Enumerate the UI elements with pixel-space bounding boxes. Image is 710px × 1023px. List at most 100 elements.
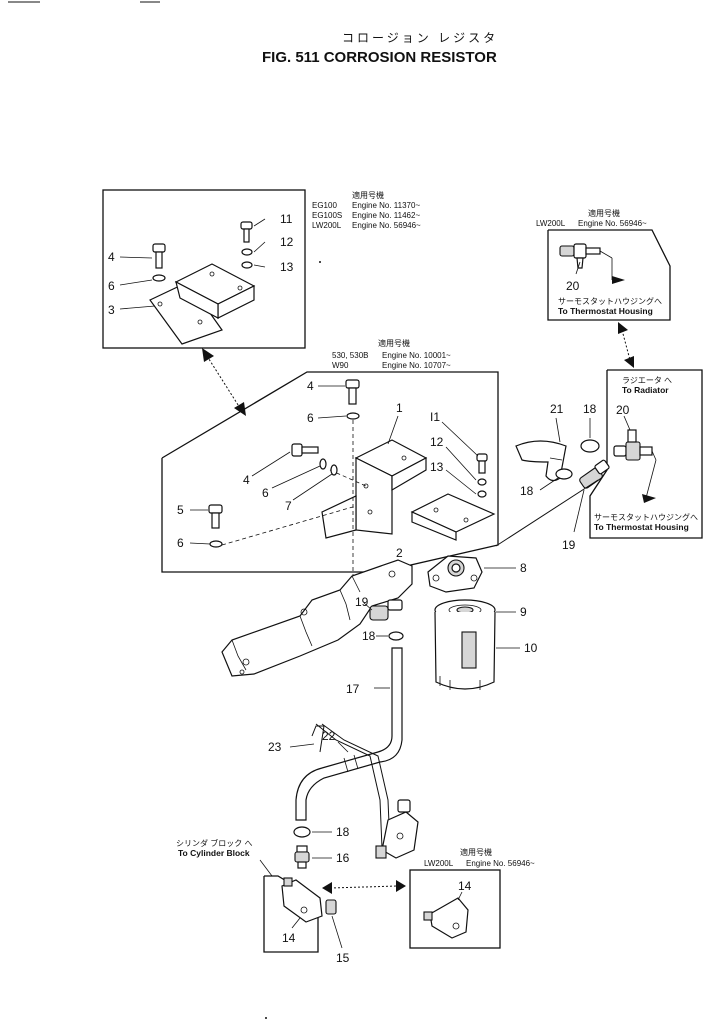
callout-17: 17 xyxy=(346,682,360,696)
callout-23: 23 xyxy=(268,740,282,754)
destination-label: To Cylinder Block xyxy=(178,848,250,858)
engine-cover-part xyxy=(221,559,413,677)
applicability-engine: Engine No. 10001~ xyxy=(382,351,451,360)
destination-label: To Thermostat Housing xyxy=(558,306,653,316)
callout-6: 6 xyxy=(108,279,115,293)
nipple-fitting-part xyxy=(579,459,610,489)
applicability-engine: Engine No. 11370~ xyxy=(352,201,420,210)
callout-9: 9 xyxy=(520,605,527,619)
washer-part xyxy=(319,458,327,470)
callout-20: 20 xyxy=(616,403,630,417)
nipple-fitting-part xyxy=(369,599,403,621)
callout-13: 13 xyxy=(430,460,444,474)
bolt-part xyxy=(476,453,488,474)
bolt-part xyxy=(152,243,166,269)
double-arrow-icon xyxy=(322,880,406,894)
applicability-engine: Engine No. 56946~ xyxy=(578,219,647,228)
hose-clamp-part xyxy=(293,826,311,838)
applicability-heading-jp: 適用号機 xyxy=(460,847,492,857)
filter-head-part xyxy=(427,555,483,593)
callout-16: 16 xyxy=(336,851,350,865)
applicability-heading-jp: 適用号機 xyxy=(588,208,620,218)
bolt-part xyxy=(345,379,360,405)
washer-part xyxy=(209,540,223,548)
callout-5: 5 xyxy=(177,503,184,517)
bolt-part xyxy=(291,443,319,457)
callout-6: 6 xyxy=(307,411,314,425)
destination-label: To Thermostat Housing xyxy=(594,522,689,532)
callout-22: 22 xyxy=(322,729,336,743)
block-fitting-part xyxy=(423,897,469,939)
destination-jp: サーモスタットハウジングへ xyxy=(594,512,698,522)
callout-6: 6 xyxy=(262,486,269,500)
applicability-heading-jp: 適用号機 xyxy=(378,338,410,348)
callout-11: 11 xyxy=(280,212,293,226)
callout-18: 18 xyxy=(520,484,534,498)
callout-7: 7 xyxy=(285,499,292,513)
callout-12: 12 xyxy=(280,235,294,249)
bracket-part xyxy=(321,439,496,541)
callout-2: 2 xyxy=(396,546,403,560)
block-fitting-part xyxy=(281,877,323,923)
washer-part xyxy=(241,261,253,269)
figure-title: FIG. 511 CORROSION RESISTOR xyxy=(262,49,497,66)
valve-part xyxy=(375,799,419,859)
direction-arrow-icon xyxy=(642,494,656,503)
hose-part xyxy=(295,647,403,821)
callout-13: 13 xyxy=(280,260,294,274)
applicability-model: 530, 530B xyxy=(332,351,368,360)
applicability-heading-jp: 適用号機 xyxy=(352,190,384,200)
applicability-model: LW200L xyxy=(536,219,566,228)
hose-part xyxy=(515,440,567,482)
callout-12: 12 xyxy=(430,435,444,449)
applicability-engine: Engine No. 56946~ xyxy=(466,859,535,868)
washer-part xyxy=(477,490,487,498)
plug-part xyxy=(325,899,337,915)
elbow-fitting-part xyxy=(613,429,653,461)
callout-20: 20 xyxy=(566,279,580,293)
inset-box-c: 適用号機 LW200L Engine No. 56946~ 20 サーモスタット… xyxy=(536,208,671,321)
callout-21: 21 xyxy=(550,402,564,416)
destination-jp: サーモスタットハウジングへ xyxy=(558,296,662,306)
inset-box-a: 適用号機 EG100 Engine No. 11370~ EG100S Engi… xyxy=(102,189,421,349)
callout-19: 19 xyxy=(355,595,369,609)
callout-6: 6 xyxy=(177,536,184,550)
filter-element-part xyxy=(434,599,496,690)
callout-15: 15 xyxy=(336,951,350,965)
bracket-part xyxy=(149,263,256,345)
washer-part xyxy=(330,464,338,476)
applicability-engine: Engine No. 10707~ xyxy=(382,361,451,370)
washer-part xyxy=(241,248,253,256)
washer-part xyxy=(477,478,487,486)
applicability-model: W90 xyxy=(332,361,349,370)
hose-clamp-part xyxy=(555,468,573,480)
callout-10: 10 xyxy=(524,641,538,655)
callout-11: I1 xyxy=(430,410,440,424)
callout-18: 18 xyxy=(336,825,350,839)
applicability-model: LW200L xyxy=(312,221,342,230)
hose-clamp-part xyxy=(580,439,600,453)
applicability-model: LW200L xyxy=(424,859,454,868)
double-arrow-icon xyxy=(618,322,634,368)
applicability-engine: Engine No. 11462~ xyxy=(352,211,420,220)
bolt-part xyxy=(240,221,253,243)
title-japanese: コロージョン レジスタ xyxy=(342,31,498,45)
destination-jp: シリンダ ブロック へ xyxy=(176,838,252,848)
destination-jp: ラジエータ へ xyxy=(622,376,672,385)
callout-14: 14 xyxy=(458,879,472,893)
applicability-model: EG100 xyxy=(312,201,337,210)
callout-19: 19 xyxy=(562,538,576,552)
destination-label: To Radiator xyxy=(622,385,669,395)
washer-part xyxy=(152,274,166,282)
nipple-fitting-part xyxy=(294,845,310,869)
direction-arrow-icon xyxy=(612,276,625,284)
callout-18: 18 xyxy=(362,629,376,643)
elbow-fitting-part xyxy=(559,243,601,269)
applicability-engine: Engine No. 56946~ xyxy=(352,221,421,230)
double-arrow-icon xyxy=(202,348,246,416)
inset-box-b: 適用号機 530, 530B Engine No. 10001~ W90 Eng… xyxy=(161,338,499,580)
applicability-model: EG100S xyxy=(312,211,342,220)
callout-8: 8 xyxy=(520,561,527,575)
callout-18: 18 xyxy=(583,402,597,416)
